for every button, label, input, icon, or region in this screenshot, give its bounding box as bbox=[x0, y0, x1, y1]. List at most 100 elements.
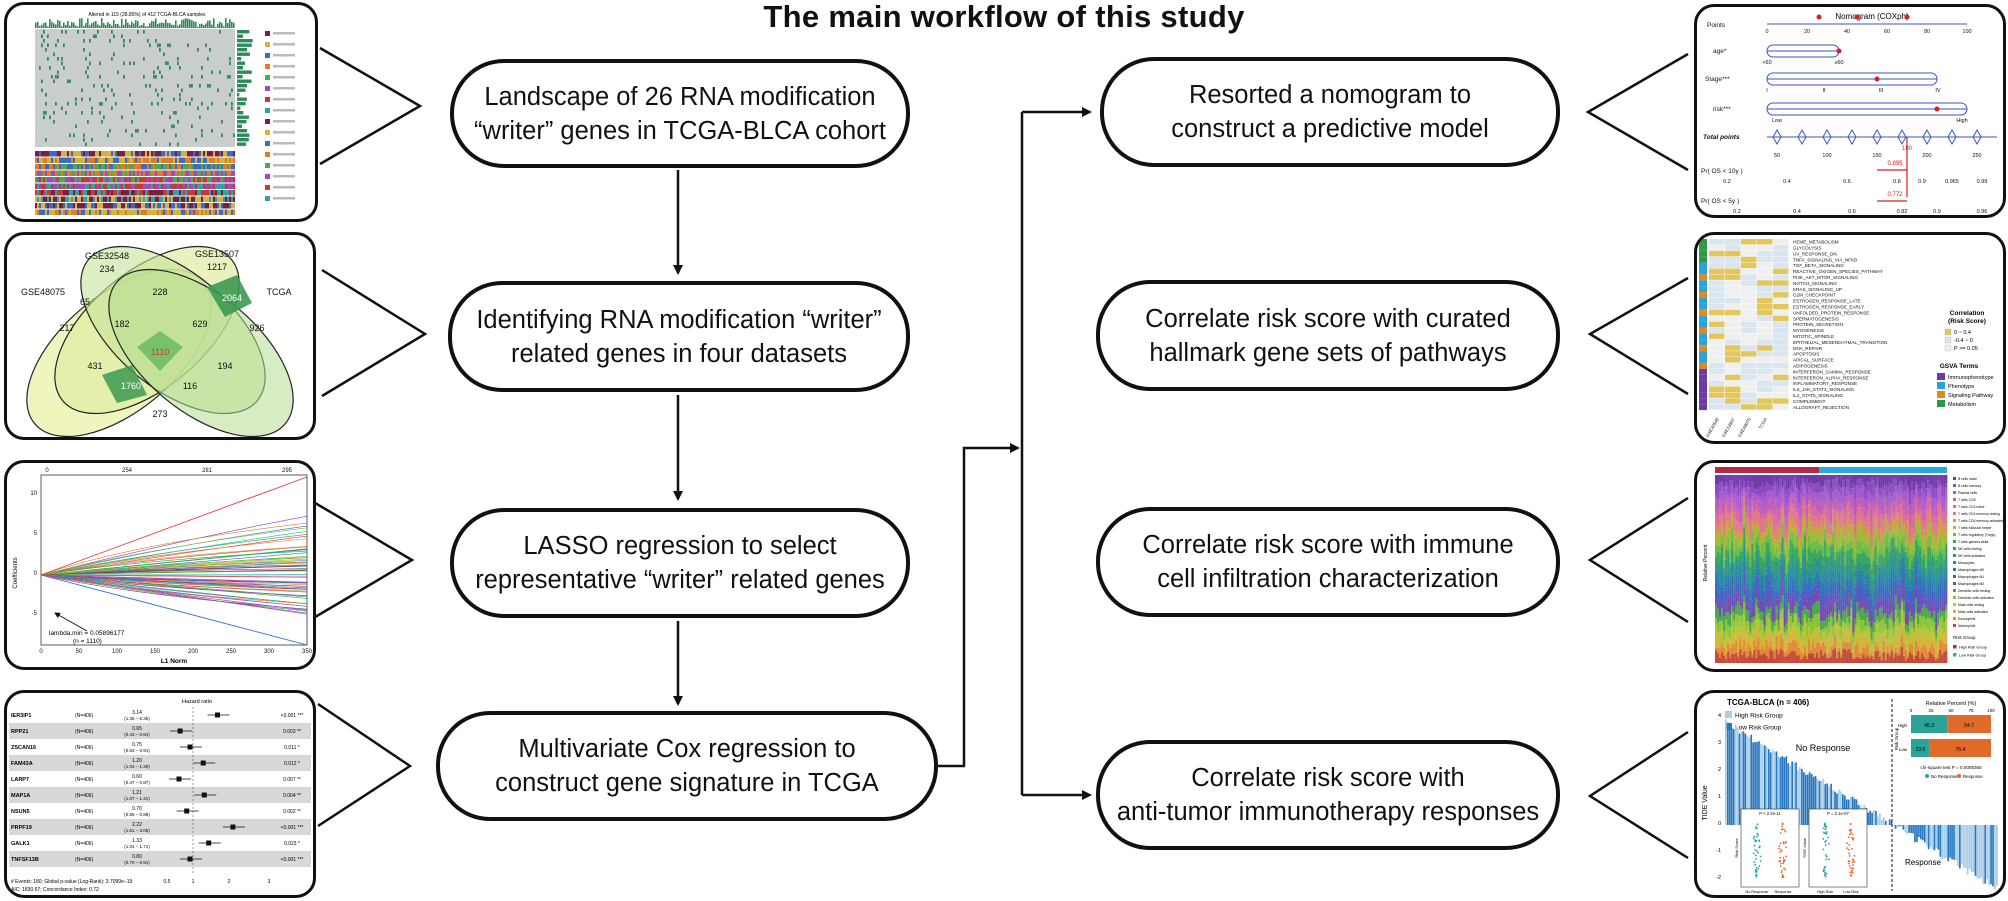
gsva-cell bbox=[1773, 392, 1789, 398]
immune-bar-segment bbox=[1888, 652, 1891, 657]
tide-bar bbox=[1795, 762, 1797, 825]
oncoprint-legend-text bbox=[273, 186, 295, 189]
oncoprint-annotation-cell bbox=[145, 196, 147, 202]
oncoprint-annotation-cell bbox=[53, 183, 55, 189]
immune-bar-segment bbox=[1832, 509, 1835, 517]
tide-bar bbox=[1867, 812, 1870, 825]
tide-violin-point bbox=[1781, 822, 1784, 825]
immune-bar-segment bbox=[1795, 535, 1798, 548]
immune-bar-segment bbox=[1775, 525, 1778, 533]
immune-bar-segment bbox=[1763, 507, 1766, 516]
oncoprint-mutation bbox=[111, 106, 113, 111]
immune-bar-segment bbox=[1874, 508, 1877, 514]
immune-bar-segment bbox=[1890, 555, 1893, 569]
immune-bar-segment bbox=[1745, 588, 1748, 596]
immune-bar-segment bbox=[1816, 571, 1819, 581]
tide-bar bbox=[1812, 776, 1815, 825]
oncoprint-annotation-cell bbox=[191, 157, 193, 163]
immune-bar-segment bbox=[1763, 584, 1766, 592]
immune-bar-segment bbox=[1769, 508, 1772, 514]
immune-bar-segment bbox=[1723, 514, 1726, 528]
immune-bar-segment bbox=[1743, 552, 1746, 565]
oncoprint-annotation-cell bbox=[119, 209, 121, 215]
immune-bar-segment bbox=[1828, 658, 1831, 663]
immune-bar-segment bbox=[1846, 590, 1849, 596]
oncoprint-annotation-cell bbox=[141, 177, 143, 183]
immune-bar-segment bbox=[1866, 609, 1869, 618]
immune-bar-segment bbox=[1769, 538, 1772, 552]
oncoprint-annotation-cell bbox=[153, 209, 155, 215]
tide-bar bbox=[1769, 752, 1772, 825]
gsva-cell bbox=[1773, 286, 1789, 292]
immune-bar-segment bbox=[1858, 553, 1861, 562]
immune-bar-segment bbox=[1832, 603, 1835, 617]
immune-bar-segment bbox=[1793, 589, 1796, 595]
oncoprint-annotation-cell bbox=[55, 196, 57, 202]
immune-bar-segment bbox=[1737, 627, 1740, 637]
tide-bar bbox=[1955, 825, 1957, 861]
immune-bar-segment bbox=[1933, 591, 1936, 603]
gsva-cells bbox=[1699, 239, 1789, 411]
gsva-cell bbox=[1741, 392, 1757, 398]
immune-bar-segment bbox=[1757, 576, 1760, 591]
oncoprint-mutation bbox=[111, 57, 113, 61]
immune-bar-segment bbox=[1719, 648, 1722, 658]
oncoprint-annotation-cell bbox=[81, 183, 83, 189]
immune-bar-segment bbox=[1753, 640, 1756, 651]
immune-bar-segment bbox=[1882, 554, 1885, 558]
immune-bar-segment bbox=[1795, 529, 1798, 536]
immune-bar-segment bbox=[1765, 634, 1768, 640]
immune-bar-segment bbox=[1892, 600, 1895, 615]
oncoprint-annotation-cell bbox=[123, 157, 125, 163]
immune-bar-segment bbox=[1929, 484, 1932, 490]
immune-bar-segment bbox=[1929, 595, 1932, 607]
oncoprint-annotation-cell bbox=[55, 190, 57, 196]
immune-bar-segment bbox=[1902, 611, 1905, 622]
immune-bar-segment bbox=[1809, 635, 1813, 644]
immune-bar-segment bbox=[1923, 571, 1926, 583]
immune-bar-segment bbox=[1866, 475, 1869, 482]
immune-bar-segment bbox=[1927, 617, 1930, 628]
immune-bar-segment bbox=[1846, 595, 1849, 607]
immune-bar-segment bbox=[1844, 525, 1847, 533]
immune-bar-segment bbox=[1830, 475, 1833, 489]
oncoprint-annotation-cell bbox=[189, 190, 191, 196]
immune-bar-segment bbox=[1822, 535, 1825, 546]
immune-bar-segment bbox=[1921, 500, 1924, 512]
immune-bar-segment bbox=[1818, 590, 1821, 595]
immune-bar-segment bbox=[1761, 562, 1764, 570]
oncoprint-annotation-cell bbox=[223, 151, 225, 157]
immune-bar-segment bbox=[1834, 624, 1837, 628]
immune-bar-segment bbox=[1795, 559, 1798, 572]
oncoprint-annotation-cell bbox=[147, 203, 149, 209]
immune-bar-segment bbox=[1862, 509, 1865, 517]
immune-bar-segment bbox=[1832, 475, 1835, 480]
oncoprint-annotation-cell bbox=[67, 209, 69, 215]
immune-bar-segment bbox=[1908, 601, 1912, 612]
oncoprint-annotation-cell bbox=[165, 203, 167, 209]
oncoprint-annotation-cell bbox=[119, 170, 121, 176]
oncoprint-top-bar bbox=[107, 22, 109, 28]
immune-bar-segment bbox=[1878, 622, 1881, 634]
oncoprint-annotation-cell bbox=[185, 177, 187, 183]
immune-bar-segment bbox=[1872, 578, 1875, 592]
immune-bar-segment bbox=[1777, 588, 1780, 595]
oncoprint-annotation-cell bbox=[67, 183, 69, 189]
immune-bar-segment bbox=[1743, 493, 1746, 498]
immune-bar-segment bbox=[1892, 657, 1895, 663]
immune-bar-segment bbox=[1793, 613, 1796, 617]
immune-bar-segment bbox=[1777, 540, 1780, 553]
immune-bar-segment bbox=[1917, 514, 1920, 517]
gsva-pathway-label: SPERMATOGENESIS bbox=[1793, 316, 1839, 321]
immune-bar-segment bbox=[1917, 613, 1920, 625]
gsva-cell bbox=[1709, 398, 1725, 404]
oncoprint-mutation bbox=[93, 84, 95, 88]
immune-bar-segment bbox=[1785, 604, 1788, 609]
immune-bar-segment bbox=[1939, 605, 1942, 610]
gsva-cell bbox=[1725, 404, 1741, 410]
immune-bar-segment bbox=[1731, 551, 1734, 562]
immune-bar-segment bbox=[1848, 534, 1851, 543]
immune-bar-segment bbox=[1914, 655, 1918, 663]
tide-bar bbox=[1734, 724, 1737, 825]
immune-bar-segment bbox=[1860, 553, 1863, 562]
